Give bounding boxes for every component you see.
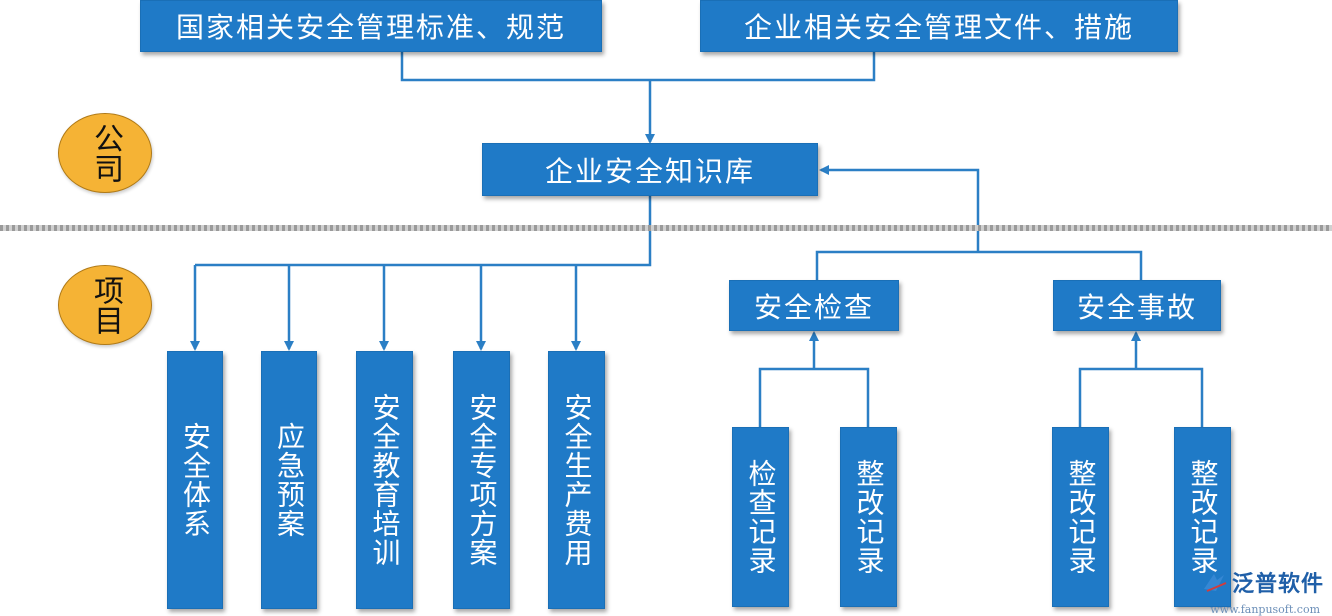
arrow-up-to-kb: [819, 165, 980, 252]
line-accident-children: [1078, 367, 1204, 427]
logo-name: 泛普软件: [1231, 572, 1324, 597]
inspection-rectification-box: 整改记录: [840, 427, 897, 607]
fanpusoft-logo: 泛普软件: [1202, 566, 1324, 598]
national-standards-box: 国家相关安全管理标准、规范: [140, 0, 602, 52]
project-item-emergency-plan: 应急预案: [261, 351, 317, 609]
safety-inspection-box: 安全检查: [729, 280, 899, 331]
line-inspection-children: [758, 367, 870, 427]
safety-accident-box: 安全事故: [1053, 280, 1221, 331]
accident-rectification-box-1: 整改记录: [1052, 427, 1109, 607]
line-standards-to-kb: [400, 52, 876, 82]
logo-url: www.fanpusoft.com: [1210, 603, 1320, 616]
enterprise-documents-box: 企业相关安全管理文件、措施: [700, 0, 1178, 52]
inspection-record-box: 检查记录: [732, 427, 789, 607]
company-level-badge: 公司: [58, 113, 152, 193]
project-level-badge: 项目: [58, 265, 152, 345]
project-item-safety-cost: 安全生产费用: [548, 351, 605, 609]
fanpu-logo-icon: [1203, 574, 1227, 592]
project-item-safety-training: 安全教育培训: [356, 351, 413, 609]
level-divider: [0, 225, 1332, 231]
line-checks-to-kb: [815, 250, 1143, 280]
knowledge-base-box: 企业安全知识库: [482, 143, 818, 196]
project-item-safety-special-plan: 安全专项方案: [453, 351, 510, 609]
line-kb-to-items: [195, 196, 652, 267]
project-item-safety-system: 安全体系: [167, 351, 223, 609]
